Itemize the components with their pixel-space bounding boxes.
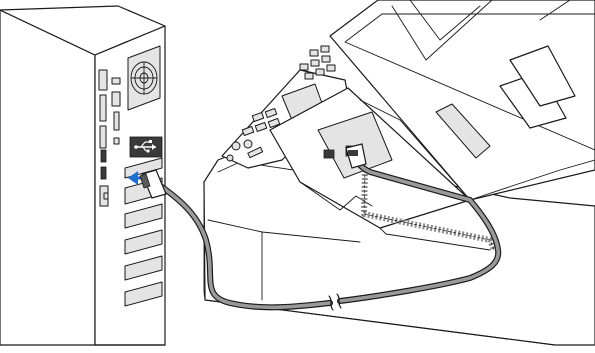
serial-port [100,95,106,121]
computer-side-panel [0,10,95,345]
network-port-latch [104,193,108,199]
usb-symbol-icon [130,137,162,157]
parallel-port [100,126,106,148]
usb-port-top [101,150,106,162]
usb-port-bottom [101,167,106,179]
line-jack [324,150,334,158]
ps2-port [99,70,107,90]
